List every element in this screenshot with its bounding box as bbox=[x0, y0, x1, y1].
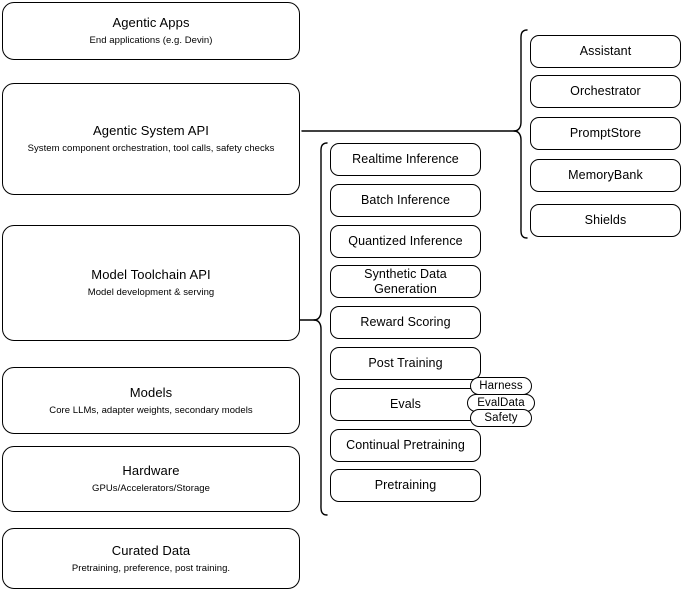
layer-subtitle: System component orchestration, tool cal… bbox=[27, 143, 275, 154]
layer-card-hardware[interactable]: Hardware GPUs/Accelerators/Storage bbox=[2, 446, 300, 512]
toolchain-item-label: Pretraining bbox=[374, 478, 437, 492]
system-item-orchestrator[interactable]: Orchestrator bbox=[530, 75, 681, 108]
layer-title: Hardware bbox=[122, 463, 180, 478]
layer-title: Models bbox=[129, 384, 173, 400]
layer-subtitle: GPUs/Accelerators/Storage bbox=[92, 483, 210, 494]
system-item-label: MemoryBank bbox=[568, 168, 643, 182]
system-item-shields[interactable]: Shields bbox=[530, 204, 681, 237]
toolchain-item-label: Realtime Inference bbox=[352, 152, 459, 166]
layer-title: Agentic System API bbox=[93, 123, 209, 138]
layer-title: Model Toolchain API bbox=[91, 267, 211, 282]
system-item-label: Assistant bbox=[579, 44, 632, 58]
system-item-label: PromptStore bbox=[569, 126, 642, 140]
toolchain-item-label: Quantized Inference bbox=[348, 234, 463, 248]
toolchain-item-post-training[interactable]: Post Training bbox=[330, 347, 481, 380]
toolchain-item-label: Synthetic Data Generation bbox=[364, 266, 447, 296]
toolchain-item-reward-scoring[interactable]: Reward Scoring bbox=[330, 306, 481, 339]
layer-card-model-toolchain-api[interactable]: Model Toolchain API Model development & … bbox=[2, 225, 300, 341]
brace-toolchain-components bbox=[313, 142, 328, 516]
system-item-promptstore[interactable]: PromptStore bbox=[530, 117, 681, 150]
toolchain-item-label: Batch Inference bbox=[360, 193, 451, 207]
toolchain-item-label: Evals bbox=[389, 397, 422, 411]
layer-card-curated-data[interactable]: Curated Data Pretraining, preference, po… bbox=[2, 528, 300, 589]
toolchain-item-pretraining[interactable]: Pretraining bbox=[330, 469, 481, 502]
eval-badge-label: EvalData bbox=[477, 396, 525, 409]
toolchain-item-realtime-inference[interactable]: Realtime Inference bbox=[330, 143, 481, 176]
eval-badge-safety[interactable]: Safety bbox=[470, 409, 532, 427]
system-item-label: Orchestrator bbox=[570, 84, 641, 98]
toolchain-item-evals[interactable]: Evals bbox=[330, 388, 481, 421]
layer-card-agentic-system-api[interactable]: Agentic System API System component orch… bbox=[2, 83, 300, 195]
brace-system-components bbox=[513, 29, 528, 239]
toolchain-item-continual-pretraining[interactable]: Continual Pretraining bbox=[330, 429, 481, 462]
toolchain-item-label: Continual Pretraining bbox=[346, 438, 465, 452]
layer-title: Curated Data bbox=[111, 542, 191, 558]
toolchain-item-synthetic-data-generation[interactable]: Synthetic Data Generation bbox=[330, 265, 481, 298]
layer-subtitle: Pretraining, preference, post training. bbox=[71, 562, 231, 574]
eval-badge-label: Harness bbox=[479, 379, 523, 392]
toolchain-item-label: Post Training bbox=[368, 356, 443, 370]
eval-badge-harness[interactable]: Harness bbox=[470, 377, 532, 395]
toolchain-item-batch-inference[interactable]: Batch Inference bbox=[330, 184, 481, 217]
system-item-assistant[interactable]: Assistant bbox=[530, 35, 681, 68]
layer-card-agentic-apps[interactable]: Agentic Apps End applications (e.g. Devi… bbox=[2, 2, 300, 60]
layer-title: Agentic Apps bbox=[112, 15, 190, 30]
layer-subtitle: End applications (e.g. Devin) bbox=[89, 35, 213, 46]
layer-card-models[interactable]: Models Core LLMs, adapter weights, secon… bbox=[2, 367, 300, 434]
toolchain-item-label: Reward Scoring bbox=[360, 315, 451, 329]
system-item-memorybank[interactable]: MemoryBank bbox=[530, 159, 681, 192]
toolchain-item-quantized-inference[interactable]: Quantized Inference bbox=[330, 225, 481, 258]
layer-subtitle: Core LLMs, adapter weights, secondary mo… bbox=[49, 404, 253, 416]
eval-badge-label: Safety bbox=[484, 411, 518, 424]
system-item-label: Shields bbox=[584, 213, 627, 227]
layer-subtitle: Model development & serving bbox=[87, 287, 215, 298]
